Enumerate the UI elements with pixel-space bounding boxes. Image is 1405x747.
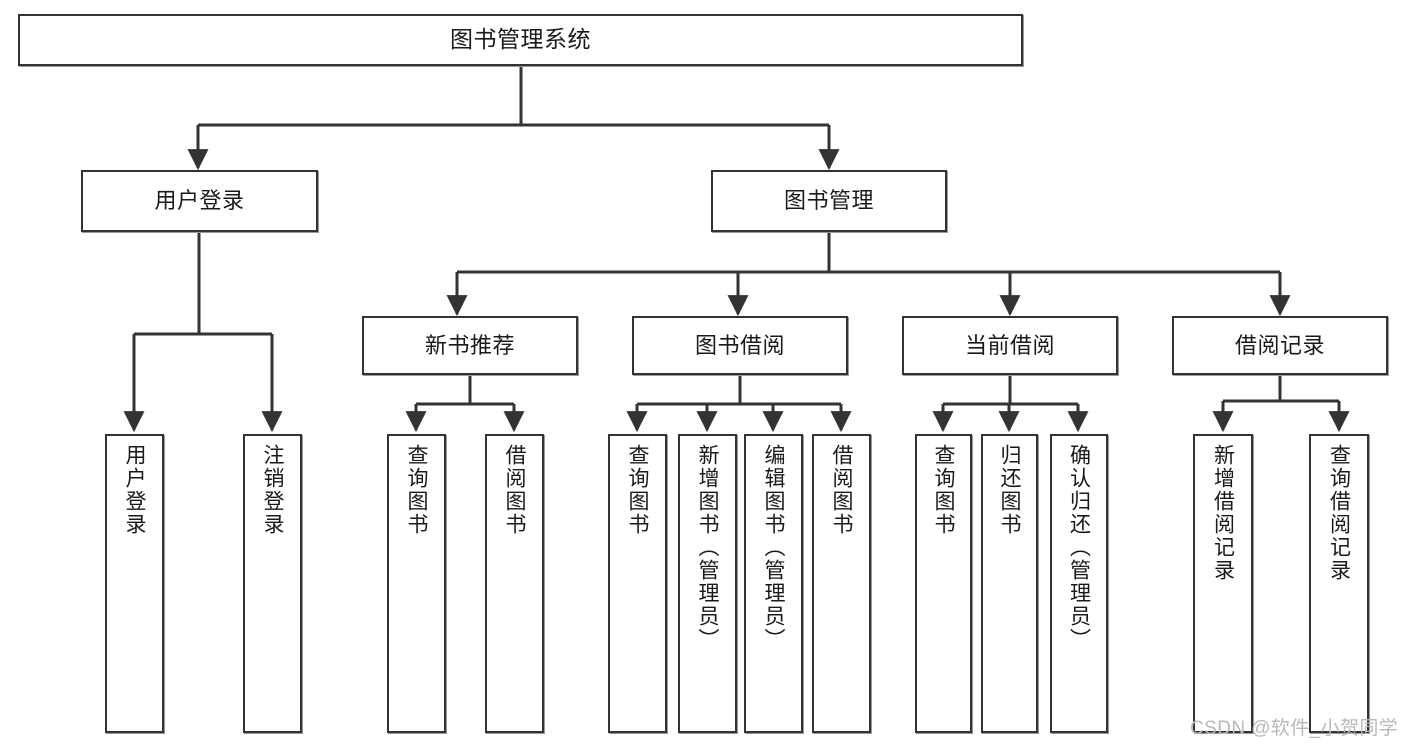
node-current-borrowing[interactable]: 当前借阅 xyxy=(902,316,1118,375)
node-label: 借阅图书 xyxy=(503,444,527,536)
node-leaf-confirm-return-admin[interactable]: 确认归还（管理员） xyxy=(1050,434,1108,733)
node-label: 注销登录 xyxy=(261,444,285,536)
node-label: 查询图书 xyxy=(932,444,956,536)
node-root-book-management-system[interactable]: 图书管理系统 xyxy=(18,14,1023,66)
node-label: 图书管理系统 xyxy=(450,26,591,53)
node-label: 查询图书 xyxy=(626,444,650,536)
node-leaf-return-books[interactable]: 归还图书 xyxy=(981,434,1038,733)
node-label: 新书推荐 xyxy=(424,332,515,358)
node-leaf-query-books-current[interactable]: 查询图书 xyxy=(915,434,972,733)
node-user-login[interactable]: 用户登录 xyxy=(81,170,318,232)
node-label: 图书管理 xyxy=(783,188,874,214)
node-leaf-user-login[interactable]: 用户登录 xyxy=(105,434,164,733)
node-leaf-logout[interactable]: 注销登录 xyxy=(243,434,302,733)
node-label: 当前借阅 xyxy=(964,332,1055,358)
node-new-book-recommendation[interactable]: 新书推荐 xyxy=(362,316,578,375)
node-leaf-add-borrow-record[interactable]: 新增借阅记录 xyxy=(1193,434,1253,733)
node-label: 归还图书 xyxy=(998,444,1022,536)
node-borrowing-record[interactable]: 借阅记录 xyxy=(1172,316,1388,375)
node-label: 编辑图书（管理员） xyxy=(762,444,786,651)
node-leaf-add-book-admin[interactable]: 新增图书（管理员） xyxy=(678,434,737,733)
node-leaf-query-borrow-record[interactable]: 查询借阅记录 xyxy=(1309,434,1369,733)
node-label: 确认归还（管理员） xyxy=(1067,444,1091,651)
node-label: 用户登录 xyxy=(123,444,147,536)
node-label: 新增图书（管理员） xyxy=(696,444,720,651)
node-label: 用户登录 xyxy=(154,188,245,214)
node-leaf-query-books-new[interactable]: 查询图书 xyxy=(387,434,446,733)
node-leaf-borrow-books[interactable]: 借阅图书 xyxy=(812,434,871,733)
node-label: 借阅记录 xyxy=(1234,332,1325,358)
node-book-borrowing[interactable]: 图书借阅 xyxy=(632,316,848,375)
node-leaf-borrow-books-new[interactable]: 借阅图书 xyxy=(485,434,544,733)
node-leaf-edit-book-admin[interactable]: 编辑图书（管理员） xyxy=(744,434,803,733)
node-leaf-query-books-borrow[interactable]: 查询图书 xyxy=(608,434,667,733)
node-label: 借阅图书 xyxy=(830,444,854,536)
node-book-management[interactable]: 图书管理 xyxy=(711,170,947,232)
node-label: 查询借阅记录 xyxy=(1327,444,1351,582)
node-label: 查询图书 xyxy=(405,444,429,536)
node-label: 图书借阅 xyxy=(694,332,785,358)
node-label: 新增借阅记录 xyxy=(1211,444,1235,582)
